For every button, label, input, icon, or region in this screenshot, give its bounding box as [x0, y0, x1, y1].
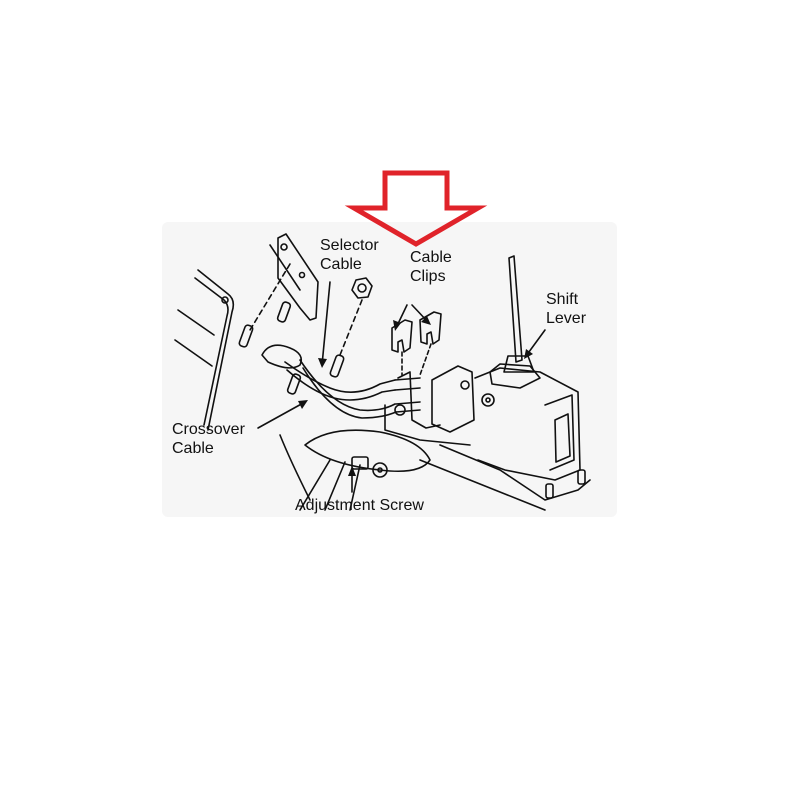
- mounting-studs: [238, 301, 345, 395]
- leader-lines: [257, 281, 546, 493]
- label-selector-cable: Selector Cable: [320, 237, 379, 273]
- cable-end-bracket: [384, 371, 471, 446]
- shifter-housing: [419, 363, 591, 511]
- red-down-arrow-icon: [344, 170, 488, 247]
- body-panel: [174, 244, 301, 431]
- arrowheads: [298, 316, 533, 476]
- cable-clips: [391, 311, 442, 376]
- label-shift-lever: Shift Lever: [546, 291, 587, 327]
- nut: [339, 277, 373, 356]
- label-cable-clips: Cable Clips: [410, 249, 452, 285]
- diagram-panel: [162, 222, 617, 517]
- adjustment-assembly: [279, 429, 431, 511]
- mounting-bracket: [249, 233, 319, 331]
- shift-lever: [503, 255, 535, 373]
- label-crossover-cable: Crossover Cable: [172, 421, 245, 457]
- label-adjustment-screw: Adjustment Screw: [295, 497, 424, 514]
